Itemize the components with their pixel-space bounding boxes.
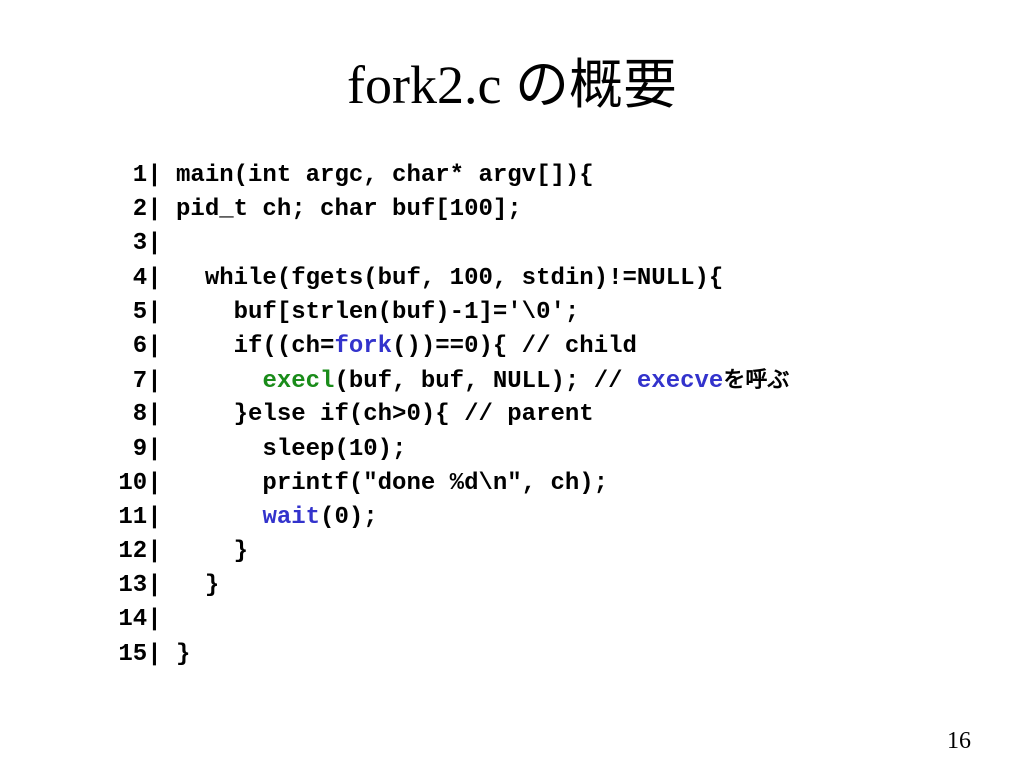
line-number: 14: [118, 606, 148, 634]
line-separator: |: [147, 368, 177, 396]
line-number: 5: [132, 298, 148, 326]
code-line: 11| wait(0);: [104, 501, 789, 535]
line-number: 8: [132, 401, 148, 429]
line-separator: |: [147, 230, 177, 258]
code-keyword: execl: [262, 368, 335, 396]
code-token: (buf, buf, NULL); //: [334, 368, 637, 396]
code-text: }: [176, 538, 249, 566]
line-number: 6: [132, 332, 148, 360]
code-line: 1| main(int argc, char* argv[]){: [104, 159, 789, 193]
line-separator: |: [147, 162, 177, 189]
code-line: 2| pid_t ch; char buf[100];: [104, 193, 789, 227]
line-number: 4: [132, 264, 148, 292]
code-text: if((ch=fork())==0){ // child: [176, 333, 637, 360]
code-token: を呼ぶ: [723, 368, 790, 394]
code-line: 10| printf("done %d\n", ch);: [104, 467, 789, 501]
line-separator: |: [147, 435, 177, 463]
line-separator: |: [147, 606, 177, 634]
code-text: pid_t ch; char buf[100];: [176, 196, 522, 224]
code-token: [176, 368, 262, 395]
line-number: 9: [132, 435, 148, 463]
code-token: (0);: [320, 503, 378, 531]
code-text: while(fgets(buf, 100, stdin)!=NULL){: [176, 264, 724, 292]
code-text: }: [176, 572, 220, 600]
line-separator: |: [147, 469, 177, 497]
code-text: execl(buf, buf, NULL); // execveを呼ぶ: [176, 368, 789, 395]
line-separator: |: [147, 401, 177, 429]
code-line: 14|: [104, 603, 789, 637]
code-token: ())==0){ // child: [392, 332, 637, 360]
line-number: 1: [132, 162, 148, 189]
code-text: main(int argc, char* argv[]){: [176, 162, 594, 189]
code-listing: 1| main(int argc, char* argv[]){2| pid_t…: [104, 159, 789, 672]
code-text: }: [176, 640, 191, 668]
code-keyword: wait: [262, 503, 321, 531]
line-number: 11: [118, 503, 148, 531]
code-line: 13| }: [104, 569, 789, 603]
line-number: 15: [118, 640, 148, 668]
page-number: 16: [947, 728, 971, 754]
code-text: printf("done %d\n", ch);: [176, 469, 609, 497]
line-number: 2: [132, 196, 148, 224]
code-line: 15| }: [104, 638, 789, 672]
code-line: 4| while(fgets(buf, 100, stdin)!=NULL){: [104, 262, 789, 296]
line-separator: |: [147, 640, 177, 668]
code-line: 7| execl(buf, buf, NULL); // execveを呼ぶ: [104, 364, 790, 398]
code-keyword: execve: [636, 368, 724, 396]
code-line: 3|: [104, 227, 789, 261]
line-number: 13: [118, 572, 148, 600]
code-token: if((ch=: [176, 332, 335, 360]
code-line: 6| if((ch=fork())==0){ // child: [104, 330, 789, 364]
code-line: 12| }: [104, 535, 789, 569]
code-keyword: fork: [334, 332, 393, 360]
line-number: 10: [118, 469, 148, 497]
slide-title: fork2.c の概要: [347, 55, 677, 115]
code-text: wait(0);: [176, 503, 378, 531]
line-separator: |: [147, 503, 177, 531]
line-separator: |: [147, 196, 177, 224]
line-separator: |: [147, 538, 177, 566]
line-number: 12: [118, 538, 148, 566]
code-token: [176, 504, 262, 531]
code-line: 8| }else if(ch>0){ // parent: [104, 398, 789, 432]
line-separator: |: [147, 264, 177, 292]
line-number: 3: [132, 230, 148, 258]
line-separator: |: [147, 298, 177, 326]
code-text: sleep(10);: [176, 435, 407, 463]
line-separator: |: [147, 572, 177, 600]
code-line: 5| buf[strlen(buf)-1]='\0';: [104, 296, 789, 330]
line-number: 7: [132, 368, 148, 396]
line-separator: |: [147, 332, 177, 360]
code-text: buf[strlen(buf)-1]='\0';: [176, 298, 580, 326]
code-line: 9| sleep(10);: [104, 433, 789, 467]
code-text: }else if(ch>0){ // parent: [176, 401, 594, 429]
